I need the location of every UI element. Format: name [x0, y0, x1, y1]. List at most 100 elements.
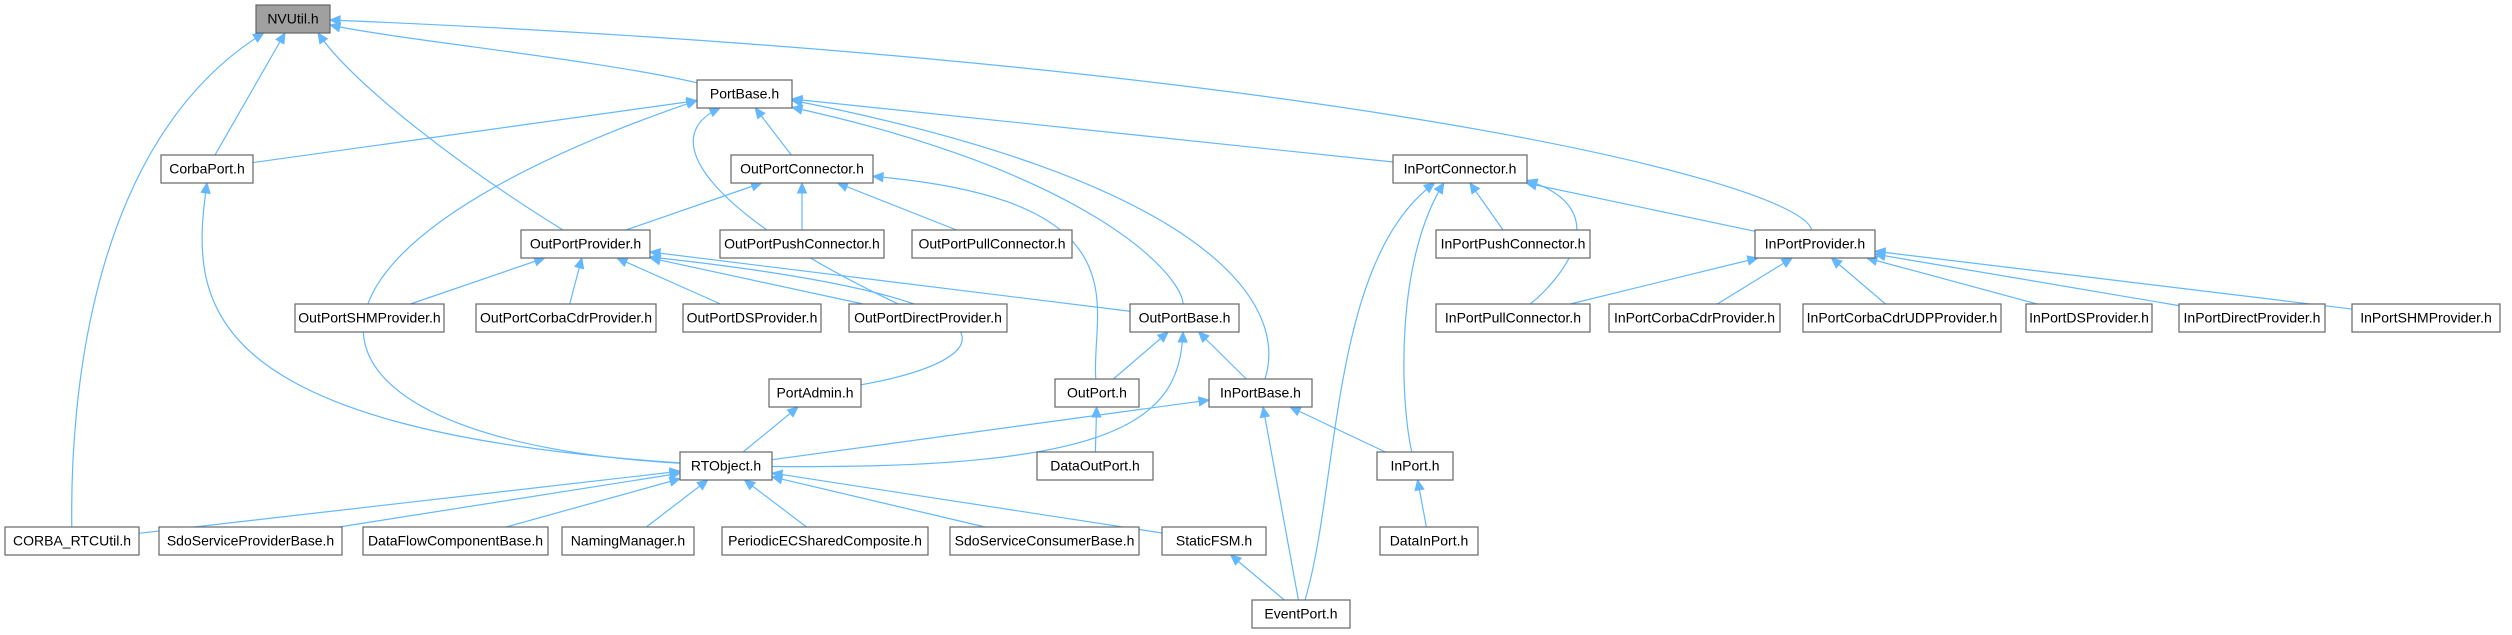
edge-rtobject-to-portadmin: [742, 406, 799, 453]
edge-line: [1304, 182, 1435, 601]
edge-outportdsprovider-to-outportprovider: [615, 257, 721, 305]
node-label: DataFlowComponentBase.h: [368, 533, 543, 549]
arrowhead-icon: [1156, 331, 1170, 343]
edge-line: [329, 19, 1813, 231]
node-box: [679, 451, 773, 481]
node-label: OutPortDirectProvider.h: [854, 310, 1002, 326]
node-inportprovider[interactable]: InPortProvider.h: [1754, 229, 1876, 259]
node-box: [1129, 303, 1240, 333]
edge-line: [329, 24, 698, 84]
node-label: InPortProvider.h: [1765, 236, 1865, 252]
node-outportbase[interactable]: OutPortBase.h: [1129, 303, 1240, 333]
node-namingmanager[interactable]: NamingManager.h: [561, 526, 695, 556]
arrowhead-icon: [1229, 554, 1243, 566]
node-periodicecsharedcomposite[interactable]: PeriodicECSharedComposite.h: [721, 526, 929, 556]
edge-outport-to-outportconnector: [871, 171, 1099, 380]
edge-line: [1526, 182, 1756, 232]
node-sdoserviceproviderbase[interactable]: SdoServiceProviderBase.h: [158, 526, 343, 556]
arrowhead-icon: [1525, 178, 1539, 189]
edge-line: [362, 99, 698, 464]
node-box: [362, 526, 549, 556]
arrowhead-icon: [1289, 406, 1302, 417]
node-inportpullconnector[interactable]: InPortPullConnector.h: [1435, 303, 1591, 333]
edge-portbase-to-nvutil: [328, 22, 698, 84]
node-label: OutPortBase.h: [1139, 310, 1231, 326]
node-outportdsprovider[interactable]: OutPortDSProvider.h: [682, 303, 822, 333]
node-outportpushconnector[interactable]: OutPortPushConnector.h: [719, 229, 885, 259]
node-label: EventPort.h: [1264, 606, 1337, 622]
node-corba_rtcutil[interactable]: CORBA_RTCUtil.h: [4, 526, 140, 556]
edge-rtobject-to-corbaport: [200, 181, 681, 464]
node-inportdsprovider[interactable]: InPortDSProvider.h: [2025, 303, 2153, 333]
arrowhead-icon: [1197, 396, 1211, 407]
node-inportcorbacdrprovider[interactable]: InPortCorbaCdrProvider.h: [1608, 303, 1781, 333]
node-sdoserviceconsumerbase[interactable]: SdoServiceConsumerBase.h: [949, 526, 1140, 556]
arrowhead-icon: [574, 256, 585, 270]
edge-line: [1112, 331, 1169, 380]
arrowhead-icon: [685, 98, 699, 109]
node-corbaport[interactable]: CorbaPort.h: [160, 154, 254, 184]
node-portadmin[interactable]: PortAdmin.h: [768, 378, 862, 408]
edge-inportcorbacdrprovider-to-inportprovider: [1716, 257, 1794, 305]
node-outportprovider[interactable]: OutPortProvider.h: [520, 229, 651, 259]
node-box: [1754, 229, 1876, 259]
edge-line: [252, 100, 698, 164]
edge-inportshmprovider-to-inportprovider: [1873, 247, 2353, 310]
node-outportpullconnector[interactable]: OutPortPullConnector.h: [911, 229, 1073, 259]
node-rtobject[interactable]: RTObject.h: [679, 451, 773, 481]
node-label: InPortBase.h: [1220, 385, 1301, 401]
node-inportconnector[interactable]: InPortConnector.h: [1392, 154, 1528, 184]
arrowhead-icon: [743, 479, 757, 491]
node-box: [4, 526, 140, 556]
node-box: [1435, 229, 1591, 259]
node-box: [1608, 303, 1781, 333]
node-label: OutPortProvider.h: [530, 236, 641, 252]
arrowhead-icon: [1830, 257, 1843, 269]
node-label: NamingManager.h: [571, 533, 685, 549]
edge-line: [649, 257, 864, 305]
edge-sdoserviceproviderbase-to-rtobject: [339, 469, 682, 528]
node-label: InPort.h: [1390, 458, 1439, 474]
edge-eventport-to-inportbase: [1259, 405, 1300, 601]
node-inport[interactable]: InPort.h: [1376, 451, 1454, 481]
node-inportdirectprovider[interactable]: InPortDirectProvider.h: [2178, 303, 2326, 333]
node-outportcorbacdrprovider[interactable]: OutPortCorbaCdrProvider.h: [475, 303, 657, 333]
arrowhead-icon: [252, 32, 265, 43]
node-staticfsm[interactable]: StaticFSM.h: [1161, 526, 1267, 556]
node-datainport[interactable]: DataInPort.h: [1379, 526, 1479, 556]
node-box: [160, 154, 254, 184]
node-label: InPortConnector.h: [1404, 161, 1517, 177]
node-label: OutPortCorbaCdrProvider.h: [480, 310, 652, 326]
edge-line: [1831, 257, 1886, 305]
arrowhead-icon: [275, 31, 286, 45]
node-inportshmprovider[interactable]: InPortSHMProvider.h: [2351, 303, 2501, 333]
node-portbase[interactable]: PortBase.h: [696, 79, 793, 109]
node-label: OutPortPullConnector.h: [918, 236, 1065, 252]
arrowhead-icon: [648, 252, 662, 264]
arrowhead-icon: [754, 107, 766, 120]
node-outportconnector[interactable]: OutPortConnector.h: [730, 154, 874, 184]
node-outport[interactable]: OutPort.h: [1054, 378, 1140, 408]
edge-inportconnector-to-portbase: [790, 94, 1394, 163]
node-outportdirectprovider[interactable]: OutPortDirectProvider.h: [848, 303, 1008, 333]
node-label: InPortPushConnector.h: [1441, 236, 1586, 252]
node-outportshmprovider[interactable]: OutPortSHMProvider.h: [294, 303, 445, 333]
arrowhead-icon: [836, 181, 850, 192]
node-box: [158, 526, 343, 556]
node-box: [1435, 303, 1591, 333]
arrowhead-icon: [328, 15, 341, 26]
node-box: [1251, 599, 1351, 629]
node-dataoutport[interactable]: DataOutPort.h: [1036, 451, 1154, 481]
node-box: [768, 378, 862, 408]
edge-line: [505, 478, 681, 528]
node-label: DataOutPort.h: [1050, 458, 1140, 474]
node-label: CORBA_RTCUtil.h: [13, 533, 131, 549]
edge-corba_rtcutil-to-rtobject: [138, 467, 682, 534]
node-inportcorbacdrudpprovider[interactable]: InPortCorbaCdrUDPProvider.h: [1802, 303, 2002, 333]
edge-dataoutport-to-outport: [1091, 405, 1102, 453]
node-inportpushconnector[interactable]: InPortPushConnector.h: [1435, 229, 1591, 259]
node-eventport[interactable]: EventPort.h: [1251, 599, 1351, 629]
node-dataflowcomponentbase[interactable]: DataFlowComponentBase.h: [362, 526, 549, 556]
node-nvutil[interactable]: NVUtil.h: [255, 4, 331, 34]
node-inportbase[interactable]: InPortBase.h: [1208, 378, 1313, 408]
